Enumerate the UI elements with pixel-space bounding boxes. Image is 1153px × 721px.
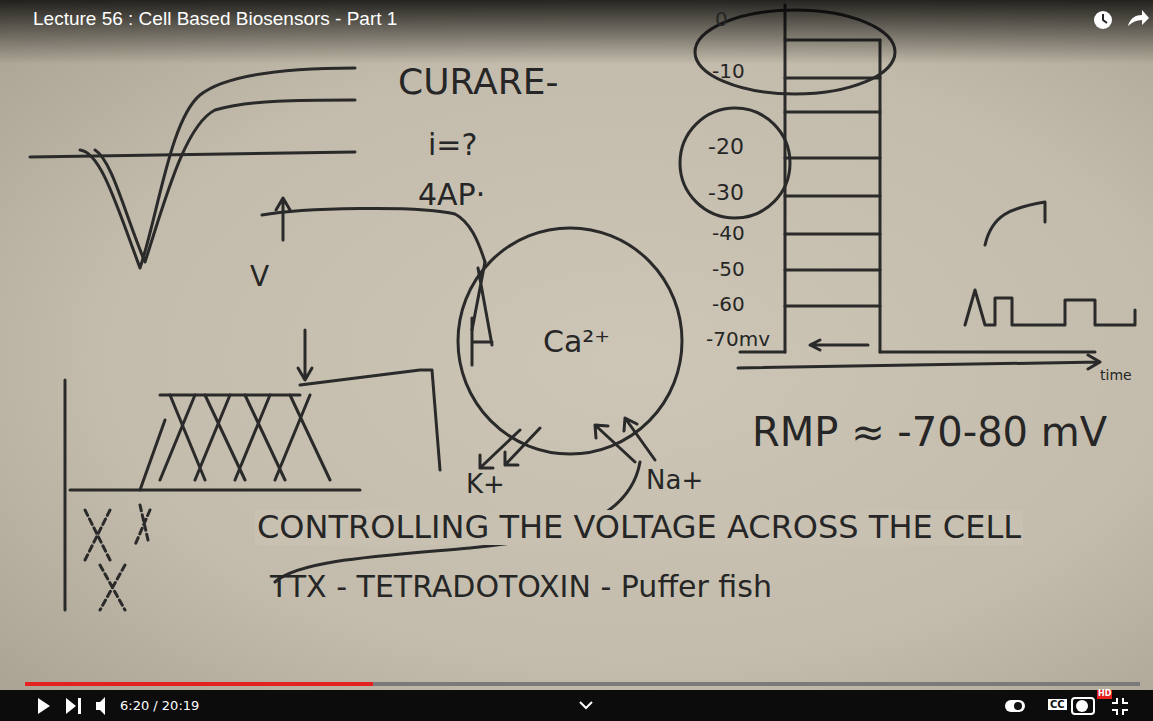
note: RMP ≈ -70-80 mV: [752, 410, 1107, 454]
scale-value: -70mv: [706, 328, 770, 350]
time-display: 6:20 / 20:19: [120, 699, 199, 713]
axis-label: time: [1100, 368, 1132, 383]
scale-value: -10: [712, 60, 745, 82]
scale-value: -20: [708, 135, 744, 159]
handwritten-label: CURARE-: [398, 62, 558, 102]
axis-label: V: [250, 262, 269, 293]
handwritten-label: i=?: [428, 128, 477, 161]
scale-value: -30: [708, 181, 744, 205]
hd-badge: HD: [1097, 690, 1112, 699]
ion-label: Ca²⁺: [543, 325, 610, 358]
scale-value: -60: [712, 293, 745, 315]
cell-circle: Ca²⁺: [455, 225, 685, 457]
note: TTX - TETRADOTOXIN - Puffer fish: [270, 570, 772, 603]
captions-badge: CC: [1048, 699, 1067, 710]
ion-label: Na+: [646, 466, 703, 495]
scale-value: -50: [712, 258, 745, 280]
ion-label: K+: [466, 470, 505, 499]
scale-value: -40: [712, 222, 745, 244]
note: CONTROLLING THE VOLTAGE ACROSS THE CELL: [255, 510, 1023, 545]
video-title: Lecture 56 : Cell Based Biosensors - Par…: [33, 9, 397, 30]
handwritten-label: 4AP·: [418, 178, 485, 211]
scale-value: 0: [715, 8, 728, 30]
